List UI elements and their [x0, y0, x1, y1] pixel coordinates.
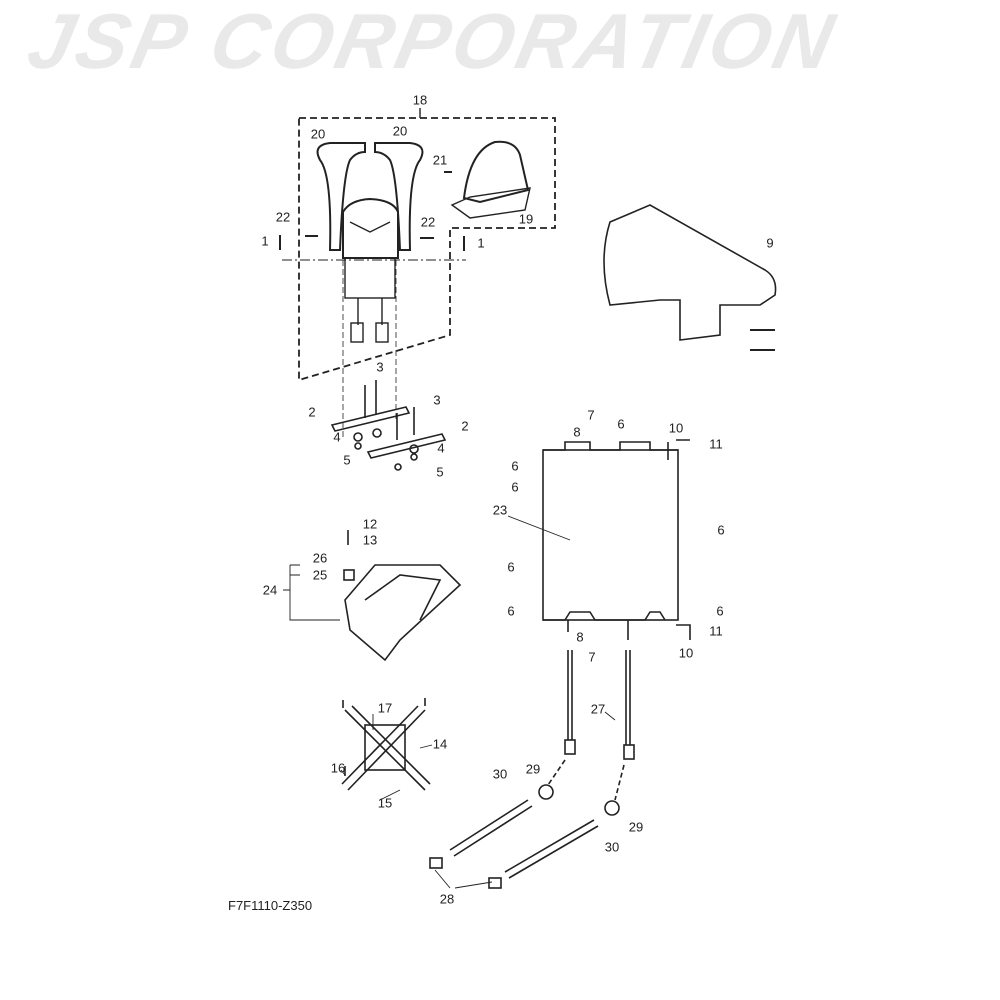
callout-27: 27: [590, 701, 606, 717]
callout-25: 25: [312, 567, 328, 583]
callout-4: 4: [333, 429, 341, 445]
callout-6: 6: [507, 603, 515, 619]
callout-3: 3: [433, 392, 441, 408]
callout-15: 15: [377, 795, 393, 811]
callout-6: 6: [511, 479, 519, 495]
callout-6: 6: [717, 522, 725, 538]
ecu-box-23: [542, 439, 691, 640]
callout-5: 5: [436, 464, 444, 480]
diagram-code: F7F1110-Z350: [228, 898, 313, 913]
callout-29: 29: [628, 819, 644, 835]
callout-8: 8: [576, 629, 584, 645]
callout-22: 22: [275, 209, 291, 225]
callout-6: 6: [507, 559, 515, 575]
callout-8: 8: [573, 424, 581, 440]
callout-1: 1: [261, 233, 269, 249]
cables-27: [429, 650, 635, 889]
callout-14: 14: [432, 736, 448, 752]
top-mount-cover: [462, 140, 530, 204]
callout-17: 17: [377, 700, 393, 716]
grab-handle-right: [374, 142, 424, 251]
callout-18: 18: [412, 92, 428, 108]
callout-10: 10: [668, 420, 684, 436]
mounting-rails: [330, 380, 447, 471]
callout-21: 21: [432, 152, 448, 168]
callout-3: 3: [376, 359, 384, 375]
callout-9: 9: [766, 235, 774, 251]
callout-23: 23: [492, 502, 508, 518]
callout-20: 20: [392, 123, 408, 139]
callout-26: 26: [312, 550, 328, 566]
callout-1: 1: [477, 235, 485, 251]
callout-19: 19: [518, 211, 534, 227]
callout-29: 29: [525, 761, 541, 777]
remote-control-body: [342, 197, 399, 259]
callout-7: 7: [588, 649, 596, 665]
callout-6: 6: [511, 458, 519, 474]
callout-28: 28: [439, 891, 455, 907]
screws: [279, 171, 465, 251]
controller-24: [343, 530, 462, 662]
callout-16: 16: [330, 760, 346, 776]
callout-6: 6: [617, 416, 625, 432]
callout-11: 11: [709, 436, 723, 452]
callout-5: 5: [343, 452, 351, 468]
callout-20: 20: [310, 126, 326, 142]
callout-30: 30: [492, 766, 508, 782]
callout-11: 11: [709, 623, 723, 639]
bracket-assembly: [341, 698, 431, 791]
callout-22: 22: [420, 214, 436, 230]
callout-13: 13: [362, 532, 378, 548]
cover-9: [603, 204, 777, 341]
callout-4: 4: [437, 440, 445, 456]
callout-12: 12: [362, 516, 378, 532]
callout-30: 30: [604, 839, 620, 855]
leader-lines: [283, 515, 616, 889]
callout-6: 6: [716, 603, 724, 619]
callout-7: 7: [587, 407, 595, 423]
assembly-18-boundary: [298, 117, 556, 382]
callout-10: 10: [678, 645, 694, 661]
callout-2: 2: [461, 418, 469, 434]
callout-2: 2: [308, 404, 316, 420]
grab-handle-left: [316, 142, 366, 251]
callout-24: 24: [262, 582, 278, 598]
